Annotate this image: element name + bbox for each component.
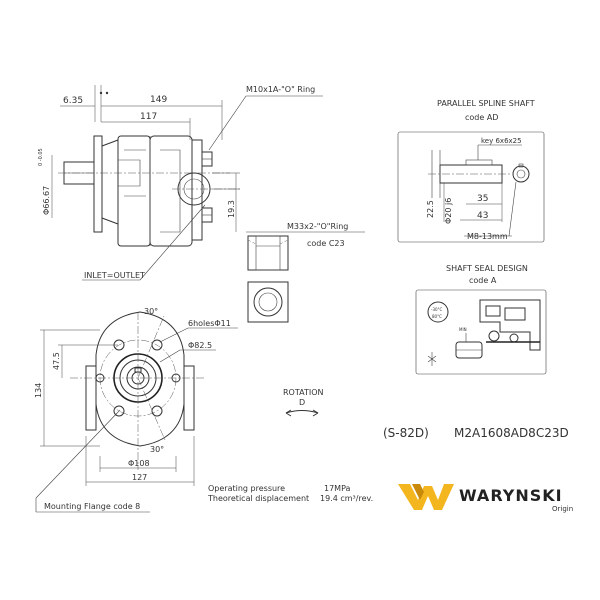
flange-width: 127 bbox=[132, 473, 147, 482]
spline-dim-diameter: Φ20 j6 bbox=[444, 198, 453, 224]
inlet-outlet-label: INLET=OUTLET bbox=[84, 271, 145, 280]
rotation-indicator: ROTATION D bbox=[283, 388, 324, 417]
flange-half-height: 47.5 bbox=[52, 352, 61, 370]
dim-overall-length: 149 bbox=[150, 95, 167, 105]
brand-name: WARYNSKI bbox=[459, 486, 563, 505]
spec-displacement-value: 19.4 cm³/rev. bbox=[320, 494, 373, 503]
spline-dim-35: 35 bbox=[477, 194, 488, 204]
spline-dim-43: 43 bbox=[477, 211, 488, 221]
flange-height: 134 bbox=[34, 383, 43, 398]
flange-holes-label: 6holesΦ11 bbox=[188, 319, 231, 328]
rotation-direction: D bbox=[299, 398, 305, 407]
spline-shaft-detail: PARALLEL SPLINE SHAFT code AD key 6x6x25… bbox=[397, 99, 545, 243]
seal-min-label: MIN bbox=[459, 327, 467, 332]
model-number: M2A1608AD8C23D bbox=[454, 426, 569, 440]
brand-logo: WARYNSKI Origin bbox=[398, 484, 573, 513]
port-thread-a-label: M10x1A-"O" Ring bbox=[246, 85, 315, 94]
mounting-flange-label: Mounting Flange code 8 bbox=[44, 502, 140, 511]
seal-temp-low: -30°C bbox=[431, 307, 443, 312]
dim-shaft-diameter: Φ66.67 bbox=[42, 186, 51, 215]
spline-title: PARALLEL SPLINE SHAFT bbox=[437, 99, 535, 108]
flange-angle-bottom: 30° bbox=[150, 445, 164, 454]
dim-flange-thickness: 6.35 bbox=[63, 96, 83, 106]
spec-displacement-label: Theoretical displacement bbox=[207, 494, 309, 503]
seal-frame bbox=[415, 289, 547, 375]
spline-dim-length: 22.5 bbox=[426, 200, 435, 218]
seal-code: code A bbox=[469, 276, 497, 285]
specifications: Operating pressure 17MPa Theoretical dis… bbox=[207, 484, 373, 503]
flange-angle-top: 30° bbox=[144, 307, 158, 316]
spec-pressure-label: Operating pressure bbox=[208, 484, 285, 493]
model-designation: (S-82D) M2A1608AD8C23D bbox=[383, 426, 569, 440]
port-detail: M33x2-"O"Ring code C23 bbox=[246, 222, 365, 323]
dim-shaft-tolerance: 0 -0.05 bbox=[38, 148, 44, 166]
pump-side-view: 6.35 149 117 Φ66.67 0 -0.05 bbox=[38, 85, 323, 281]
spec-pressure-value: 17MPa bbox=[324, 484, 351, 493]
rotation-arrow-icon bbox=[285, 410, 319, 414]
spline-frame bbox=[397, 131, 545, 243]
spline-thread-label: M8-13mm bbox=[467, 232, 508, 241]
rotation-label: ROTATION bbox=[283, 388, 324, 397]
temperature-icon bbox=[427, 301, 449, 323]
seal-title: SHAFT SEAL DESIGN bbox=[446, 264, 528, 273]
brand-tagline: Origin bbox=[552, 505, 573, 513]
model-series: (S-82D) bbox=[383, 426, 429, 440]
flange-front-view: 30° 30° 6holesΦ11 Φ82.5 134 47.5 Φ108 12… bbox=[34, 307, 238, 513]
flange-bolt-circle: Φ108 bbox=[128, 459, 150, 468]
port-thread-b-label: M33x2-"O"Ring bbox=[287, 222, 348, 231]
port-code-label: code C23 bbox=[307, 239, 345, 248]
spline-code: code AD bbox=[465, 113, 498, 122]
brand-mark-icon bbox=[398, 484, 454, 510]
seal-temp-high: 80°C bbox=[432, 314, 442, 319]
flange-pilot-diameter: Φ82.5 bbox=[188, 341, 212, 350]
shaft-seal-detail: SHAFT SEAL DESIGN code A -30°C 80°C MIN bbox=[415, 264, 547, 375]
dim-port-offset: 19.3 bbox=[227, 200, 236, 218]
dim-body-length: 117 bbox=[140, 112, 157, 122]
spline-key-label: key 6x6x25 bbox=[481, 137, 522, 145]
